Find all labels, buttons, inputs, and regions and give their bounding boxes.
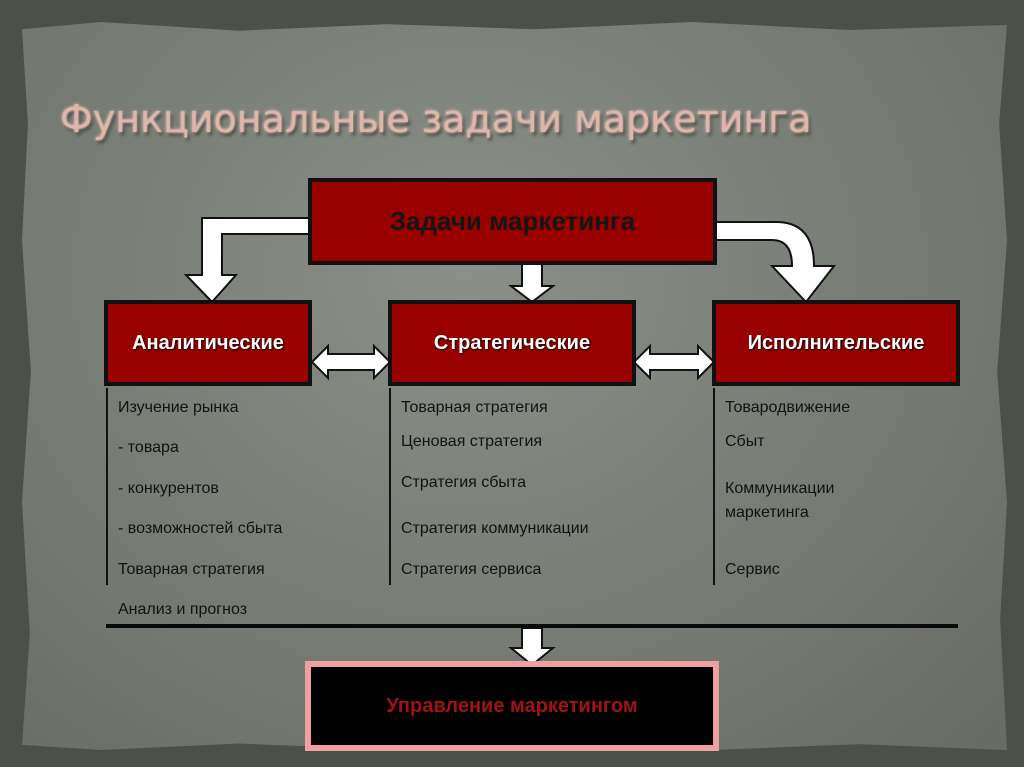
arrow-to-strategic — [508, 263, 556, 304]
arrow-to-analytical — [183, 217, 311, 304]
strategic-divider-line — [389, 388, 391, 585]
analytical-item: Товарная стратегия — [118, 561, 265, 578]
marketing-tasks-box: Задачи маркетинга — [308, 178, 717, 265]
analytical-item: - товара — [118, 439, 179, 456]
double-arrow-left — [310, 343, 392, 381]
slide-background — [22, 22, 1007, 750]
slide-title: Функциональные задачи маркетинга — [60, 97, 812, 141]
analytical-item: Анализ и прогноз — [118, 601, 248, 618]
analytical-item: - возможностей сбыта — [118, 520, 283, 537]
executive-item: Сервис — [725, 561, 780, 578]
arrow-to-management — [508, 627, 556, 667]
strategic-item: Стратегия коммуникации — [401, 520, 589, 537]
strategic-item: Стратегия сервиса — [401, 561, 542, 578]
analytical-item: - конкурентов — [118, 480, 219, 497]
arrow-to-executive — [715, 221, 837, 304]
executive-item: Коммуникации маркетинга — [725, 480, 835, 521]
analytical-item: Изучение рынка — [118, 399, 239, 416]
double-arrow-right — [632, 343, 716, 381]
marketing-management-box: Управление маркетингом — [305, 661, 719, 751]
strategic-item: Товарная стратегия — [401, 399, 548, 416]
strategic-item: Ценовая стратегия — [401, 433, 543, 450]
strategic-item: Стратегия сбыта — [401, 474, 526, 491]
executive-box: Исполнительские — [712, 300, 960, 386]
strategic-box: Стратегические — [388, 300, 636, 386]
horizontal-rule — [106, 624, 958, 628]
executive-item: Товародвижение — [725, 399, 851, 416]
analytical-divider-line — [106, 388, 108, 585]
analytical-box: Аналитические — [104, 300, 312, 386]
executive-divider-line — [713, 388, 715, 585]
executive-item: Сбыт — [725, 433, 765, 450]
